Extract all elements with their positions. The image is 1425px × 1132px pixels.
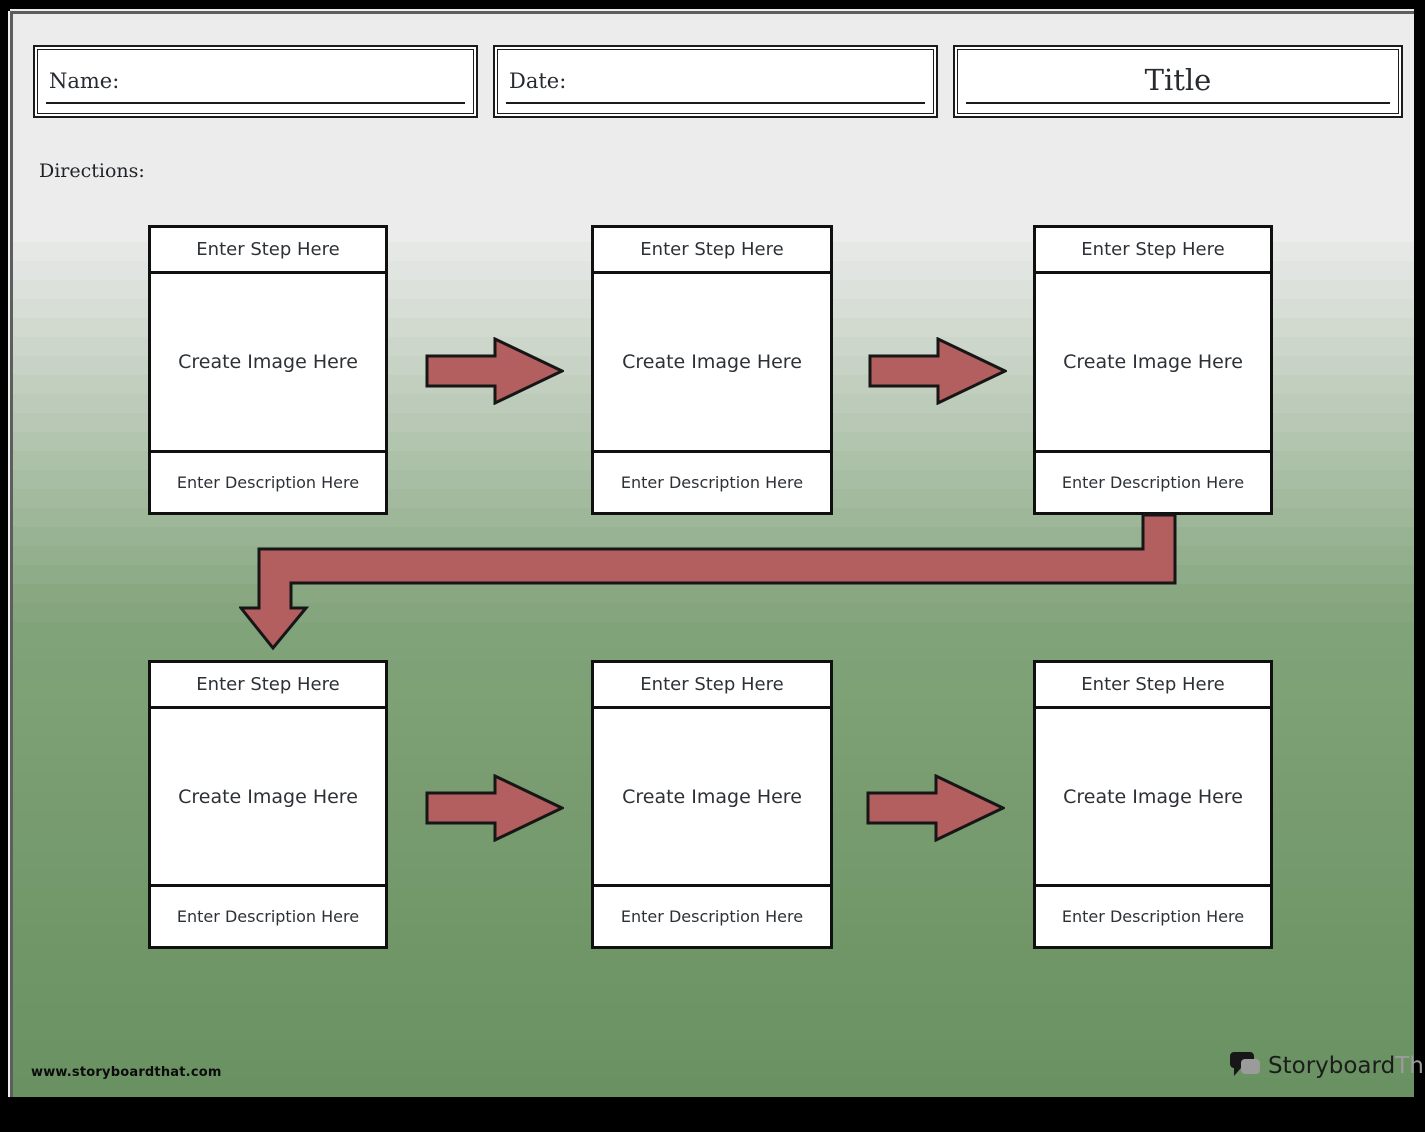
step-description-cell[interactable]: Enter Description Here bbox=[594, 884, 830, 946]
step-description-cell[interactable]: Enter Description Here bbox=[151, 450, 385, 512]
logo-text: StoryboardThat bbox=[1268, 1053, 1425, 1079]
right-arrow-icon bbox=[425, 337, 564, 405]
right-arrow-icon bbox=[425, 774, 564, 842]
website-url: www.storyboardthat.com bbox=[31, 1065, 222, 1080]
logo-text-secondary: That bbox=[1395, 1053, 1425, 1079]
step-title-cell[interactable]: Enter Step Here bbox=[594, 663, 830, 709]
storyboardthat-logo: StoryboardThat bbox=[1229, 1050, 1425, 1082]
step-title-cell[interactable]: Enter Step Here bbox=[1036, 228, 1270, 274]
step-image-cell[interactable]: Create Image Here bbox=[1063, 351, 1243, 373]
speech-bubbles-icon bbox=[1230, 1052, 1260, 1076]
step-card-4: Enter Step Here Create Image Here Enter … bbox=[148, 660, 388, 949]
step-card-3: Enter Step Here Create Image Here Enter … bbox=[1033, 225, 1273, 515]
right-arrow-icon bbox=[868, 337, 1007, 405]
logo-text-primary: Storyboard bbox=[1268, 1053, 1396, 1079]
step-description-cell[interactable]: Enter Description Here bbox=[1036, 884, 1270, 946]
date-label: Date: bbox=[509, 69, 567, 93]
title-underline bbox=[966, 102, 1390, 104]
step-title-cell[interactable]: Enter Step Here bbox=[594, 228, 830, 274]
right-arrow-icon bbox=[866, 774, 1005, 842]
step-title-cell[interactable]: Enter Step Here bbox=[1036, 663, 1270, 709]
date-underline bbox=[506, 102, 925, 104]
title-label: Title bbox=[1144, 63, 1212, 97]
worksheet-page: Name: Date: Title Directions: Enter Step… bbox=[10, 11, 1425, 1097]
step-image-cell[interactable]: Create Image Here bbox=[622, 351, 802, 373]
directions-label: Directions: bbox=[39, 160, 145, 182]
step-title-cell[interactable]: Enter Step Here bbox=[151, 663, 385, 709]
step-card-1: Enter Step Here Create Image Here Enter … bbox=[148, 225, 388, 515]
date-field[interactable]: Date: bbox=[493, 45, 938, 118]
step-image-cell[interactable]: Create Image Here bbox=[178, 351, 358, 373]
step-title-cell[interactable]: Enter Step Here bbox=[151, 228, 385, 274]
title-field[interactable]: Title bbox=[953, 45, 1403, 118]
wrap-down-arrow-icon bbox=[239, 513, 1177, 651]
step-image-cell[interactable]: Create Image Here bbox=[178, 785, 358, 808]
step-card-2: Enter Step Here Create Image Here Enter … bbox=[591, 225, 833, 515]
name-underline bbox=[46, 102, 465, 104]
step-card-5: Enter Step Here Create Image Here Enter … bbox=[591, 660, 833, 949]
step-description-cell[interactable]: Enter Description Here bbox=[1036, 450, 1270, 512]
step-card-6: Enter Step Here Create Image Here Enter … bbox=[1033, 660, 1273, 949]
step-description-cell[interactable]: Enter Description Here bbox=[594, 450, 830, 512]
step-description-cell[interactable]: Enter Description Here bbox=[151, 884, 385, 946]
name-field[interactable]: Name: bbox=[33, 45, 478, 118]
name-label: Name: bbox=[49, 69, 120, 93]
step-image-cell[interactable]: Create Image Here bbox=[622, 785, 802, 808]
step-image-cell[interactable]: Create Image Here bbox=[1063, 785, 1243, 808]
